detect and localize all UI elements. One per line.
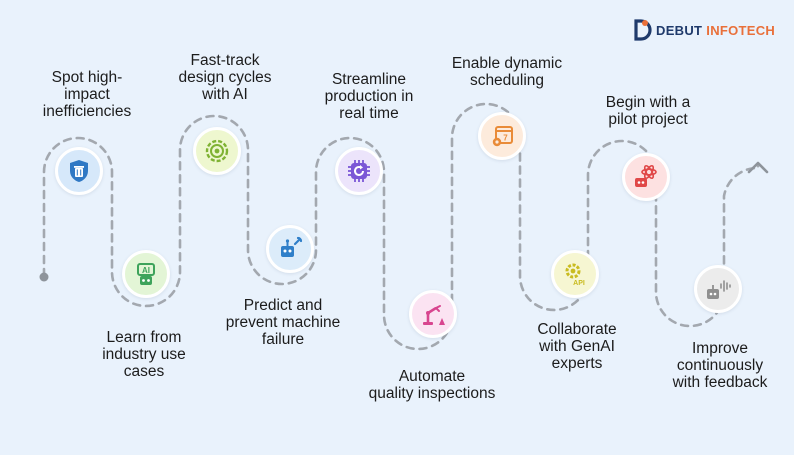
step-9-icon-circle [622, 153, 670, 201]
step-6-icon-circle [409, 290, 457, 338]
api-gear-icon: API [565, 263, 585, 287]
target-gear-icon [205, 139, 229, 163]
step-3-icon-circle [193, 127, 241, 175]
step-9-label: Begin with a pilot project [605, 94, 691, 128]
step-5-label: Streamline production in real time [324, 71, 414, 122]
step-3-label: Fast-track design cycles with AI [178, 52, 272, 103]
svg-text:7: 7 [503, 134, 508, 143]
step-8-label: Collaborate with GenAI experts [537, 321, 617, 372]
svg-text:AI: AI [142, 266, 150, 275]
step-5-icon-circle [335, 147, 383, 195]
step-2-icon-circle: AI [122, 250, 170, 298]
path-end-arrow [747, 161, 769, 174]
step-10-icon-circle [694, 265, 742, 313]
svg-text:API: API [573, 280, 585, 287]
debut-logo-icon [630, 17, 652, 43]
trash-shield-icon [70, 160, 88, 182]
chip-refresh-icon [348, 160, 370, 182]
brand-name-primary: DEBUT [656, 22, 703, 38]
step-7-label: Enable dynamic scheduling [451, 55, 563, 89]
robot-atom-icon [635, 164, 657, 187]
step-8-icon-circle: API [551, 250, 599, 298]
path-start-dot [39, 272, 49, 282]
step-4-label: Predict and prevent machine failure [225, 297, 341, 348]
ai-robot-icon: AI [137, 263, 155, 285]
robot-wrench-icon [281, 236, 303, 257]
step-10-label: Improve continuously with feedback [672, 340, 768, 391]
step-4-icon-circle [266, 225, 314, 273]
brand-name-secondary: INFOTECH [706, 22, 776, 38]
step-2-label: Learn from industry use cases [102, 329, 186, 380]
step-7-icon-circle: 7 [478, 112, 526, 160]
step-6-label: Automate quality inspections [368, 368, 496, 402]
step-1-icon-circle [55, 147, 103, 195]
step-1-label: Spot high- impact inefficiencies [42, 69, 132, 120]
robotic-arm-icon [423, 305, 445, 325]
calendar-gear-icon: 7 [492, 126, 513, 147]
robot-voice-icon [707, 280, 731, 299]
